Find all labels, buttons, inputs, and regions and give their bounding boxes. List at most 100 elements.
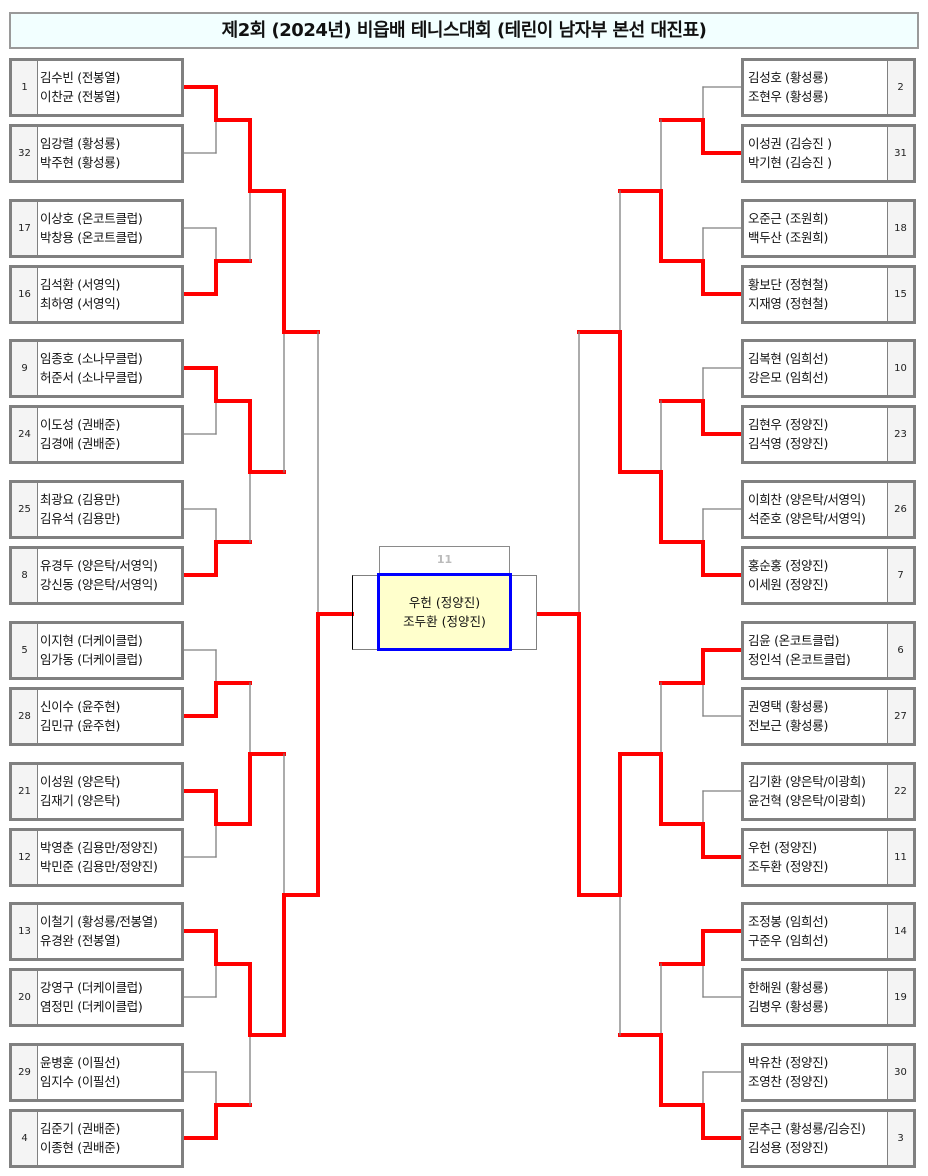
team-box-seed-6[interactable]: 6 김윤 (온코트클럽)정인석 (온코트클럽) — [741, 621, 916, 680]
player-name: 조현우 (황성룡) — [748, 89, 829, 104]
player-name: 유경두 (양은탁/서영익) — [40, 558, 158, 573]
seed-number: 14 — [887, 905, 913, 958]
team-players: 조정봉 (임희선)구준우 (임희선) — [748, 912, 828, 950]
player-name: 문추근 (황성룡/김승진) — [748, 1121, 866, 1136]
champion-box[interactable]: 우헌 (정양진) 조두환 (정양진) — [377, 573, 512, 651]
team-players: 문추근 (황성룡/김승진)김성용 (정양진) — [748, 1119, 866, 1157]
team-players: 황보단 (정현철) 지재영 (정현철) — [748, 275, 828, 313]
team-players: 이성권 (김승진 )박기현 (김승진 ) — [748, 134, 832, 172]
player-name: 전보근 (황성룡) — [748, 718, 829, 733]
team-players: 김현우 (정양진)김석영 (정양진) — [748, 415, 828, 453]
team-players: 한해원 (황성룡)김병우 (황성룡) — [748, 978, 828, 1016]
player-name: 김복현 (임희선) — [748, 351, 829, 366]
team-players: 김복현 (임희선)강은모 (임희선) — [748, 349, 828, 387]
seed-number: 21 — [12, 765, 38, 818]
seed-number: 9 — [12, 342, 38, 395]
player-name: 임지수 (이필선) — [40, 1074, 121, 1089]
seed-number: 26 — [887, 483, 913, 536]
team-players: 이지현 (더케이클럽)임가동 (더케이클럽) — [40, 631, 143, 669]
team-box-seed-15[interactable]: 15 황보단 (정현철) 지재영 (정현철) — [741, 265, 916, 324]
player-name: 김경애 (권배준) — [40, 436, 121, 451]
seed-number: 6 — [887, 624, 913, 677]
player-name: 조영찬 (정양진) — [748, 1074, 829, 1089]
player-name: 김수빈 (전봉열) — [40, 70, 121, 85]
team-box-seed-19[interactable]: 19 한해원 (황성룡)김병우 (황성룡) — [741, 968, 916, 1027]
player-name: 박영춘 (김용만/정양진) — [40, 840, 158, 855]
player-name: 김석영 (정양진) — [748, 436, 829, 451]
seed-number: 32 — [12, 127, 38, 180]
player-name: 이지현 (더케이클럽) — [40, 633, 143, 648]
team-players: 박영춘 (김용만/정양진)박민준 (김용만/정양진) — [40, 838, 158, 876]
team-box-seed-23[interactable]: 23 김현우 (정양진)김석영 (정양진) — [741, 405, 916, 464]
player-name: 황보단 (정현철) — [748, 277, 829, 292]
seed-number: 22 — [887, 765, 913, 818]
seed-number: 7 — [887, 549, 913, 602]
team-box-seed-3[interactable]: 3 문추근 (황성룡/김승진)김성용 (정양진) — [741, 1109, 916, 1168]
seed-number: 23 — [887, 408, 913, 461]
player-name: 조정봉 (임희선) — [748, 914, 829, 929]
player-name: 조두환 (정양진) — [748, 859, 829, 874]
player-name: 지재영 (정현철) — [748, 296, 829, 311]
seed-number: 15 — [887, 268, 913, 321]
team-box-seed-14[interactable]: 14 조정봉 (임희선)구준우 (임희선) — [741, 902, 916, 961]
player-name: 한해원 (황성룡) — [748, 980, 829, 995]
team-players: 김석환 (서영익)최하영 (서영익) — [40, 275, 120, 313]
team-players: 김준기 (권배준)이종현 (권배준) — [40, 1119, 120, 1157]
champion-player-2: 조두환 (정양진) — [403, 614, 486, 629]
player-name: 이도성 (권배준) — [40, 417, 121, 432]
seed-number: 11 — [887, 831, 913, 884]
seed-number: 1 — [12, 61, 38, 114]
player-name: 이희찬 (양은탁/서영익) — [748, 492, 866, 507]
player-name: 박창용 (온코트클럽) — [40, 230, 143, 245]
team-players: 김윤 (온코트클럽)정인석 (온코트클럽) — [748, 631, 851, 669]
team-players: 윤병훈 (이필선)임지수 (이필선) — [40, 1053, 120, 1091]
page-title: 제2회 (2024년) 비읍배 테니스대회 (테린이 남자부 본선 대진표) — [9, 12, 919, 49]
seed-number: 3 — [887, 1112, 913, 1165]
team-players: 최광요 (김용만)김유석 (김용만) — [40, 490, 120, 528]
team-players: 유경두 (양은탁/서영익)강신동 (양은탁/서영익) — [40, 556, 158, 594]
seed-number: 24 — [12, 408, 38, 461]
team-players: 임종호 (소나무클럽)허준서 (소나무클럽) — [40, 349, 143, 387]
player-name: 유경완 (전봉열) — [40, 933, 121, 948]
seed-number: 5 — [12, 624, 38, 677]
team-players: 강영구 (더케이클럽)염정민 (더케이클럽) — [40, 978, 143, 1016]
player-name: 김재기 (양은탁) — [40, 793, 121, 808]
player-name: 이성권 (김승진 ) — [748, 136, 832, 151]
team-players: 오준근 (조원희)백두산 (조원희) — [748, 209, 828, 247]
seed-number: 19 — [887, 971, 913, 1024]
player-name: 홍순홍 (정양진) — [748, 558, 829, 573]
player-name: 임종호 (소나무클럽) — [40, 351, 143, 366]
player-name: 김민규 (윤주현) — [40, 718, 121, 733]
player-name: 최하영 (서영익) — [40, 296, 121, 311]
seed-number: 20 — [12, 971, 38, 1024]
player-name: 강영구 (더케이클럽) — [40, 980, 143, 995]
seed-number: 17 — [12, 202, 38, 255]
player-name: 김기환 (양은탁/이광희) — [748, 774, 866, 789]
